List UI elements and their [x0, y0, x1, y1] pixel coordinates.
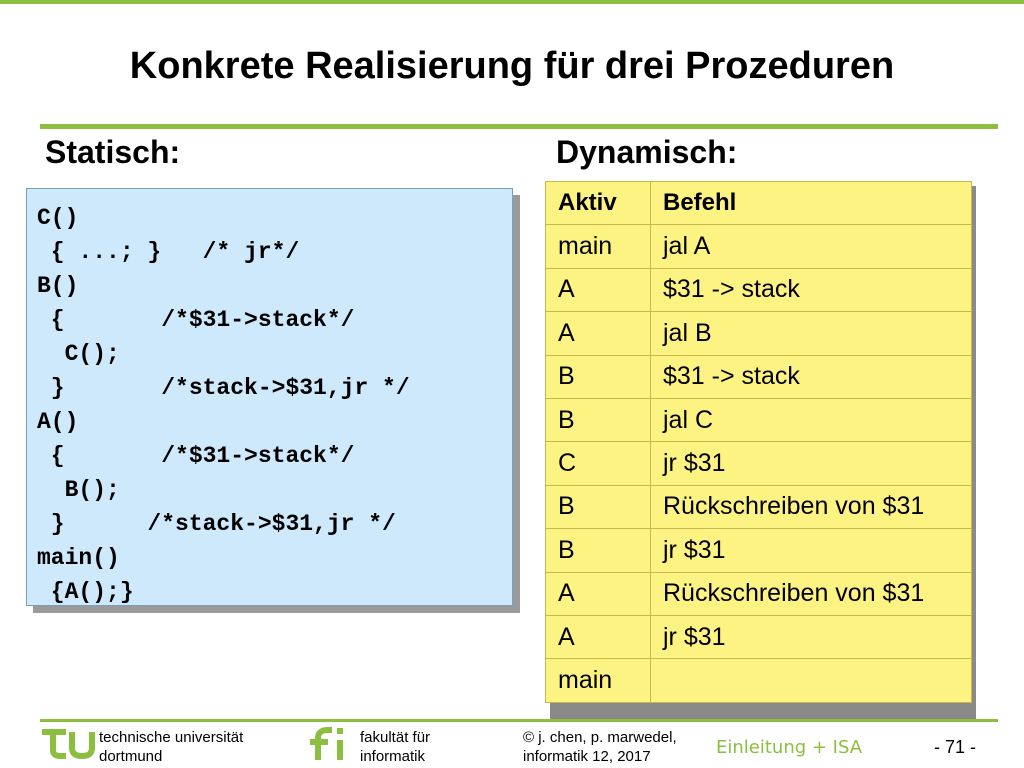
code-line: A() — [37, 409, 79, 435]
cell-befehl: $31 -> stack — [650, 267, 972, 313]
page-number: - 71 - — [934, 737, 977, 757]
code-line: {A();} — [37, 579, 134, 605]
cell-befehl: Rückschreiben von $31 — [650, 484, 972, 530]
cell-befehl: jal A — [650, 224, 972, 269]
cell-aktiv: C — [545, 441, 651, 486]
cell-aktiv: A — [545, 571, 651, 616]
cell-aktiv: B — [545, 484, 651, 530]
code-line: B() — [37, 273, 79, 299]
footer-topic: Einleitung + ISA — [716, 737, 863, 758]
code-box: C() { ...; } /* jr*/ B() { /*$31->stack*… — [26, 188, 513, 606]
cell-befehl — [650, 658, 972, 703]
title-rule — [40, 124, 998, 129]
cell-befehl: jal B — [650, 311, 972, 356]
code-line: { /*$31->stack*/ — [37, 307, 355, 333]
footer-faculty: fakultät für informatik — [360, 729, 431, 765]
code-line: { ...; } /* jr*/ — [37, 239, 300, 265]
table-header-row: Aktiv Befehl — [545, 180, 972, 226]
code-line: { /*$31->stack*/ — [37, 443, 355, 469]
cell-befehl: jr $31 — [650, 528, 972, 573]
code-line: } /*stack->$31,jr */ — [37, 375, 410, 401]
header-befehl: Befehl — [650, 180, 972, 226]
slide-title: Konkrete Realisierung für drei Prozedure… — [129, 45, 895, 87]
cell-befehl: jr $31 — [650, 614, 972, 660]
cell-befehl: jal C — [650, 397, 972, 443]
code-line: C() — [37, 205, 79, 231]
static-label: Statisch: — [45, 134, 181, 170]
cell-aktiv: main — [545, 658, 651, 703]
tu-logo-icon — [42, 729, 95, 760]
cell-aktiv: A — [545, 267, 651, 313]
code-line: B(); — [37, 477, 120, 503]
table-row: A$31 -> stack — [545, 267, 972, 313]
cell-befehl: jr $31 — [650, 441, 972, 486]
cell-befehl: $31 -> stack — [650, 354, 972, 399]
table-row: B$31 -> stack — [545, 354, 972, 399]
footer-rule — [40, 719, 998, 722]
cell-befehl: Rückschreiben von $31 — [650, 571, 972, 616]
fi-logo-icon — [310, 727, 343, 760]
cell-aktiv: B — [545, 354, 651, 399]
code-line: main() — [37, 545, 120, 571]
footer-copyright: © j. chen, p. marwedel, informatik 12, 2… — [523, 729, 677, 765]
top-accent-rule — [0, 0, 1024, 4]
dynamic-label: Dynamisch: — [556, 134, 738, 170]
cell-aktiv: main — [545, 224, 651, 269]
code-line: C(); — [37, 341, 120, 367]
cell-aktiv: B — [545, 397, 651, 443]
table-row: main — [545, 658, 972, 703]
cell-aktiv: A — [545, 311, 651, 356]
footer-university: technische universität dortmund — [99, 729, 244, 765]
cell-aktiv: B — [545, 528, 651, 573]
header-aktiv: Aktiv — [545, 180, 651, 226]
cell-aktiv: A — [545, 614, 651, 660]
code-line: } /*stack->$31,jr */ — [37, 511, 396, 537]
